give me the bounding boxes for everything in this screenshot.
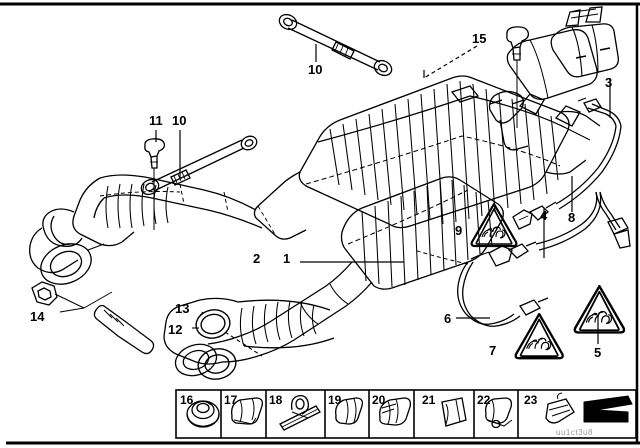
part-number-22: 22	[477, 393, 491, 407]
part-number-18: 18	[269, 393, 283, 407]
callout-7: 7	[489, 343, 497, 358]
callout-5: 5	[594, 345, 602, 360]
bolt-part15	[506, 26, 530, 128]
gasket-ring-part13	[195, 309, 231, 339]
bolt-part11	[144, 138, 166, 230]
pipe-clamp-part3	[550, 6, 619, 78]
part-number-20: 20	[372, 393, 386, 407]
left-catalytic-converter-upper	[42, 177, 181, 247]
part-number-23: 23	[524, 393, 538, 407]
warning-triangle-7	[514, 312, 564, 360]
parts-12-13-leaders	[192, 327, 263, 357]
callout-2: 2	[253, 251, 261, 266]
callout-6: 6	[444, 311, 452, 326]
callout-9: 9	[455, 223, 463, 238]
part14-leader-lines	[54, 291, 113, 313]
oxygen-sensor-assembly	[413, 97, 631, 327]
watermark-text: uu1ct3u8	[556, 428, 593, 437]
hex-nut-part14	[31, 281, 58, 306]
gasket-ring-part12	[197, 348, 237, 380]
main-catalytic-converter	[253, 29, 601, 290]
callout-13: 13	[175, 301, 190, 316]
front-exhaust-downpipes	[99, 174, 373, 363]
part-number-17: 17	[224, 393, 238, 407]
callout-10-left: 10	[172, 113, 187, 128]
callout-11: 11	[149, 113, 163, 128]
warning-triangle-5	[573, 284, 626, 334]
left-catalytic-converter-lower	[163, 297, 335, 377]
support-rod-top	[278, 13, 393, 77]
callout-3: 3	[605, 75, 613, 90]
part-number-16: 16	[180, 393, 194, 407]
support-rod-left	[140, 135, 258, 196]
part-number-19: 19	[328, 393, 342, 407]
callout-10-top: 10	[308, 62, 323, 77]
callout-4: 4	[540, 208, 548, 223]
callout-14: 14	[30, 309, 45, 324]
callout-leaders	[155, 44, 611, 344]
callout-1: 1	[283, 251, 291, 266]
left-pipe-flange-joint	[29, 227, 105, 285]
callout-8: 8	[568, 210, 576, 225]
part-number-21: 21	[422, 393, 436, 407]
callout-15: 15	[472, 31, 487, 46]
flange-bolt-lower	[93, 304, 155, 355]
callout-12: 12	[168, 322, 183, 337]
